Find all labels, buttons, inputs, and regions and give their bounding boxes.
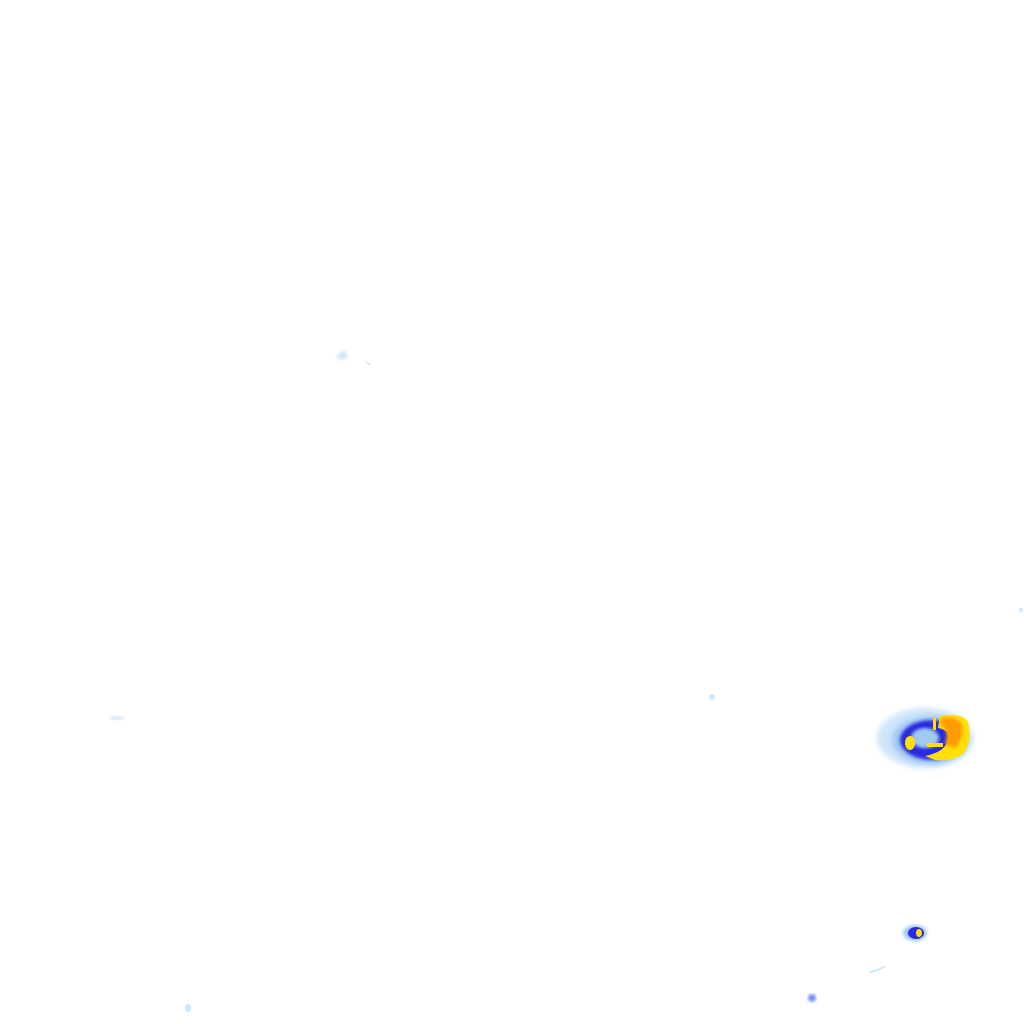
storm-cell-main [877, 708, 973, 768]
precip-cell-small-w [109, 716, 125, 720]
storm-cell-south [903, 925, 927, 941]
precip-cell-small-nw [336, 350, 371, 365]
precip-streak [869, 965, 886, 973]
precip-speck [1019, 608, 1023, 612]
precip-speck [185, 1004, 191, 1012]
precip-cell-small-s [808, 994, 816, 1002]
precip-speck [709, 694, 715, 700]
